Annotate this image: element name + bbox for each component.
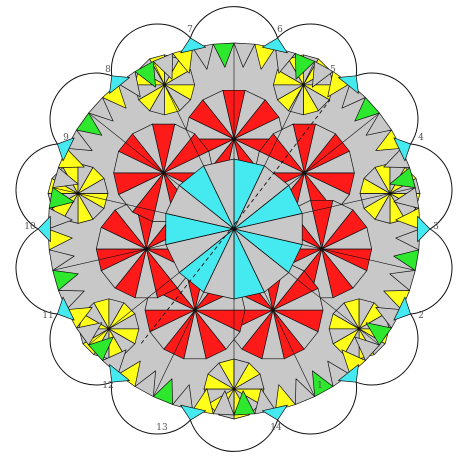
rim-wedge bbox=[52, 270, 79, 291]
rim-wedge bbox=[365, 322, 392, 346]
rosette-wedge bbox=[321, 226, 373, 250]
rim-wedge bbox=[152, 378, 173, 405]
rim-wedge bbox=[233, 390, 256, 416]
edge-label-1: 1 bbox=[317, 381, 323, 391]
rim-wedge bbox=[354, 97, 380, 122]
edge-label-12: 12 bbox=[102, 381, 113, 391]
yellow-rosette-wedge bbox=[233, 373, 265, 390]
boundary-cusps bbox=[15, 6, 453, 452]
rim-wedge bbox=[212, 390, 235, 416]
edge-label-10: 10 bbox=[24, 222, 36, 232]
radial-edge bbox=[233, 114, 379, 230]
rosette-wedge bbox=[304, 150, 355, 174]
edge-label-7: 7 bbox=[187, 25, 193, 35]
radial-edge bbox=[233, 228, 414, 271]
edge-label-13: 13 bbox=[156, 423, 168, 433]
axis-dashed-line-lower bbox=[139, 229, 231, 346]
edge-label-8: 8 bbox=[105, 65, 111, 75]
rim-wedge bbox=[88, 97, 114, 122]
edge-labels: 1 2 3 4 5 6 7 8 9 10 11 12 13 14 bbox=[24, 25, 439, 433]
rim-wedge bbox=[393, 249, 420, 271]
rim-wedge bbox=[365, 112, 392, 136]
rim-wedge bbox=[295, 378, 316, 405]
rim-wedge bbox=[389, 167, 416, 188]
rim-wedge bbox=[295, 53, 316, 80]
rim-wedge bbox=[212, 42, 235, 68]
rim-wedge bbox=[76, 322, 103, 346]
cusp-wedge bbox=[109, 75, 130, 94]
rim-wedge bbox=[88, 336, 114, 361]
rim-wedge bbox=[48, 249, 75, 271]
rosette-wedge bbox=[233, 116, 285, 140]
edge-label-6: 6 bbox=[277, 25, 283, 35]
rim-wedge bbox=[134, 370, 156, 397]
radial-edge bbox=[233, 228, 315, 395]
radial-edge bbox=[89, 228, 235, 344]
edge-label-3: 3 bbox=[433, 222, 439, 232]
radial-edge bbox=[233, 228, 379, 344]
yellow-rosette-wedge bbox=[164, 69, 195, 86]
cusp-wedge bbox=[393, 296, 411, 321]
radial-edge bbox=[54, 187, 235, 230]
rosette-wedge bbox=[272, 288, 324, 311]
radial-edge bbox=[153, 228, 235, 395]
radial-edge bbox=[233, 63, 315, 230]
edge-label-9: 9 bbox=[63, 133, 69, 143]
edge-label-5: 5 bbox=[330, 65, 336, 75]
yellow-rosette-wedge bbox=[77, 178, 109, 194]
radial-edge bbox=[153, 63, 235, 230]
cusp-wedge bbox=[57, 137, 75, 162]
yellow-rosette-wedge bbox=[108, 313, 140, 330]
rim-wedge bbox=[312, 61, 334, 88]
edge-label-14: 14 bbox=[270, 423, 282, 433]
rim-wedge bbox=[152, 53, 173, 80]
cusp-wedge bbox=[338, 364, 359, 383]
radial-edge bbox=[54, 228, 235, 271]
axis-dashed-line-upper bbox=[229, 99, 331, 231]
cusp-wedge bbox=[393, 137, 411, 162]
cusp-wedge bbox=[37, 215, 51, 243]
rim-wedge bbox=[52, 167, 79, 188]
tiling-edges bbox=[54, 45, 414, 413]
cusp-wedge bbox=[180, 37, 207, 54]
rim-wedge bbox=[393, 187, 420, 209]
rim-wedge bbox=[312, 370, 334, 397]
rim-wedge bbox=[76, 112, 103, 136]
cusp-wedge bbox=[417, 215, 431, 243]
radial-edge bbox=[89, 114, 235, 230]
rim-wedge bbox=[354, 336, 380, 361]
rim-wedge bbox=[48, 187, 75, 209]
rim-wedge bbox=[134, 61, 156, 88]
cusp-wedge bbox=[57, 296, 75, 321]
cusp-wedge bbox=[338, 75, 359, 94]
edge-label-4: 4 bbox=[418, 133, 424, 143]
radial-edge bbox=[233, 187, 414, 230]
rim-wedge bbox=[233, 42, 256, 68]
cusp-wedge bbox=[261, 404, 288, 421]
edge-label-2: 2 bbox=[418, 311, 424, 321]
rim-wedge bbox=[389, 270, 416, 291]
cusp-wedge bbox=[180, 404, 207, 421]
cusp-wedge bbox=[261, 37, 288, 54]
edge-label-11: 11 bbox=[42, 311, 53, 321]
cusp-wedge bbox=[109, 364, 130, 383]
